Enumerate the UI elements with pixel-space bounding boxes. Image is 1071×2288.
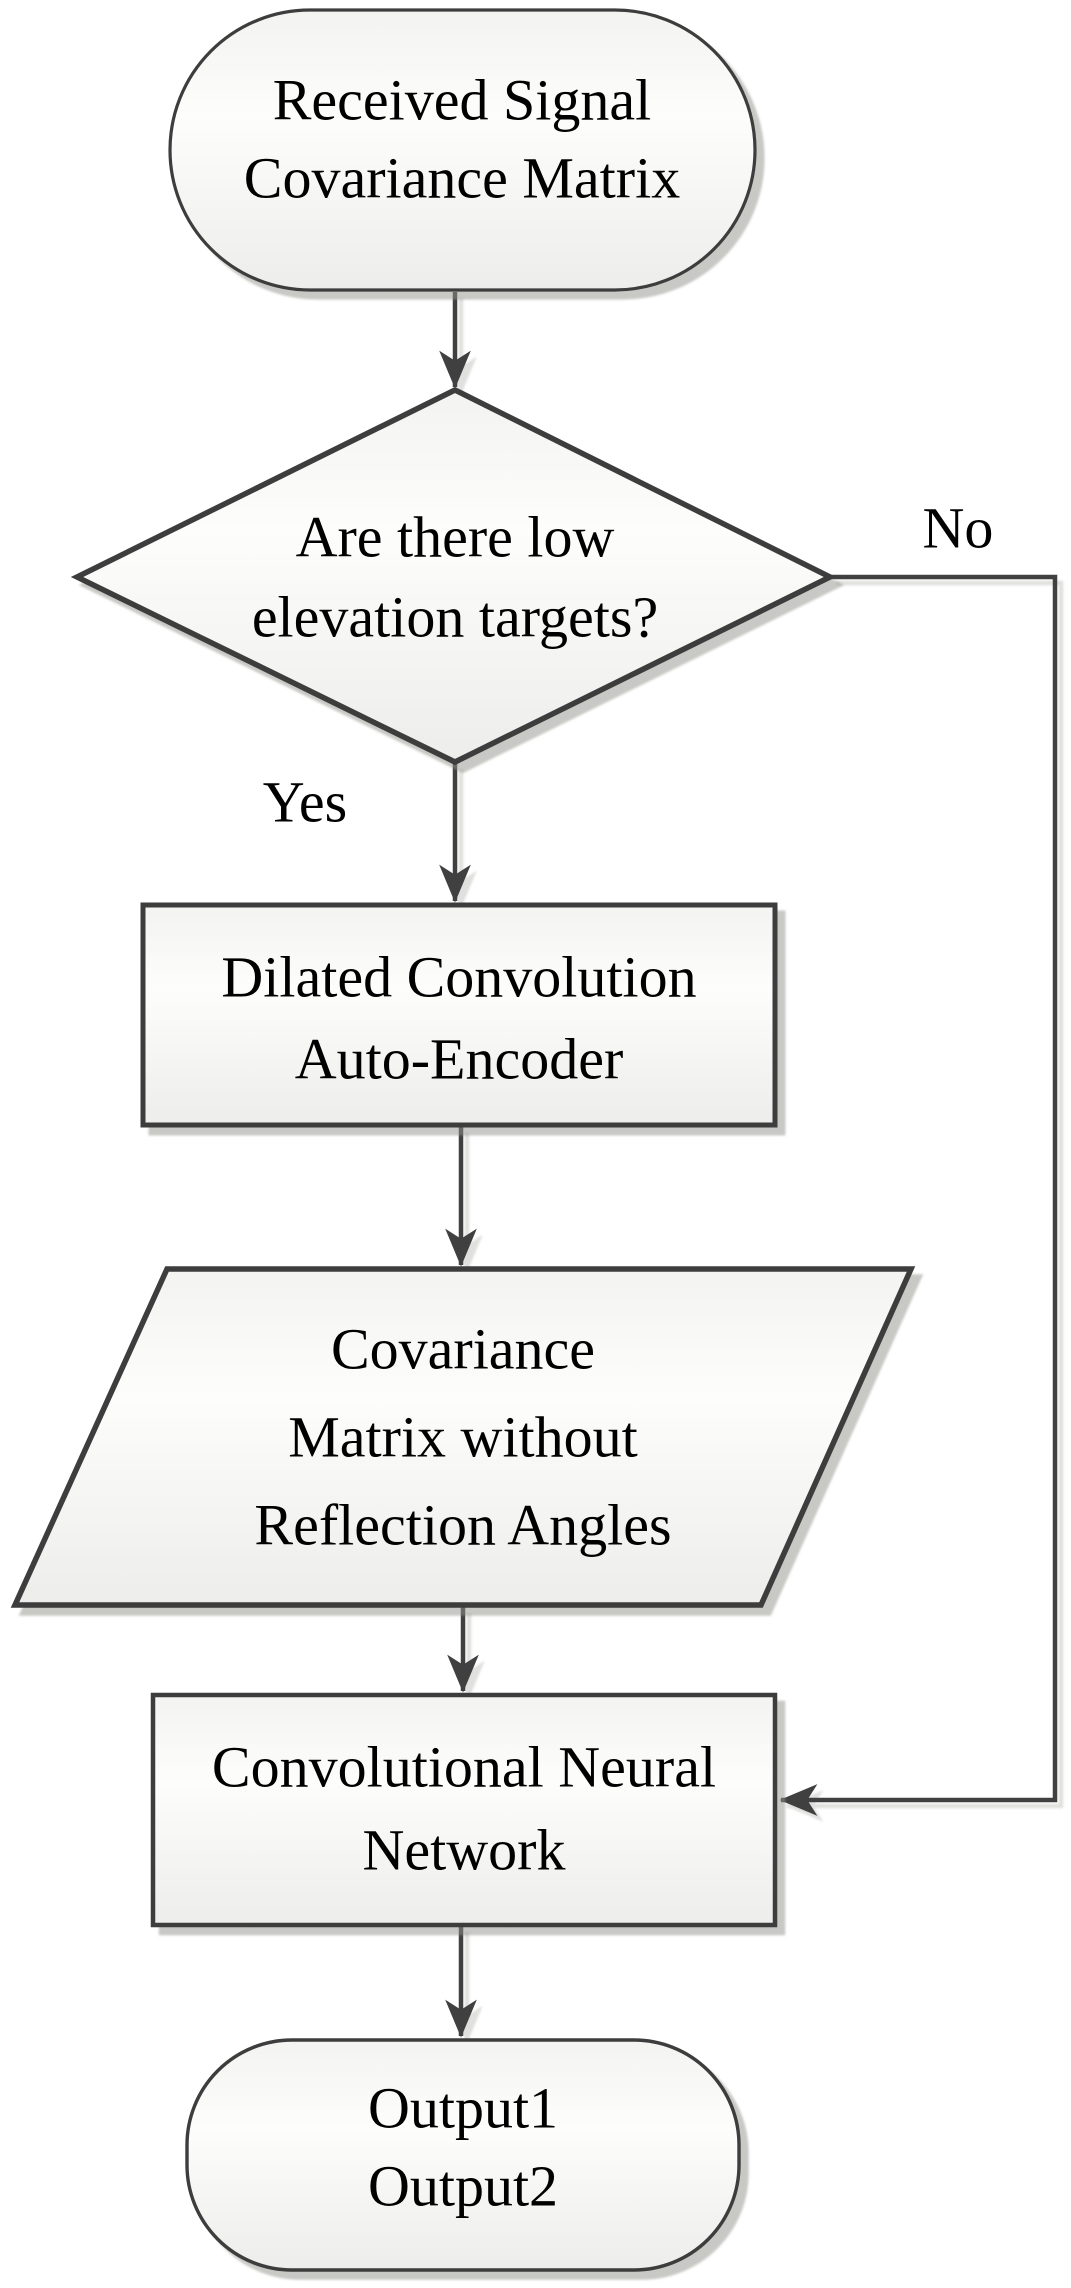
arrow-no-branch-to-cnn	[779, 574, 1058, 1816]
end-text-line2: Output2	[368, 2154, 558, 2219]
end-text-line1: Output1	[368, 2076, 558, 2141]
connectors-group	[439, 292, 1058, 2038]
start-text-line2: Covariance Matrix	[244, 146, 680, 211]
yes-branch-label: Yes	[263, 770, 347, 835]
cnn-text-line2: Network	[363, 1818, 566, 1883]
no-branch-label: No	[923, 496, 994, 561]
process-cnn	[150, 1692, 778, 1928]
data-parallelogram	[10, 1266, 916, 1608]
node-text-group: Received Signal Covariance Matrix Are th…	[212, 68, 716, 2219]
branch-labels-group: Yes No	[263, 496, 994, 835]
end-terminator	[185, 2038, 741, 2272]
covariance-text-line3: Reflection Angles	[254, 1493, 671, 1558]
covariance-text-line1: Covariance	[331, 1317, 595, 1382]
decision-text-line1: Are there low	[296, 505, 615, 570]
autoencoder-text-line2: Auto-Encoder	[295, 1027, 624, 1092]
start-text-line1: Received Signal	[273, 68, 652, 133]
start-terminator	[168, 8, 757, 292]
process-autoencoder	[140, 902, 778, 1128]
autoencoder-text-line1: Dilated Convolution	[221, 945, 696, 1010]
covariance-text-line2: Matrix without	[288, 1405, 638, 1470]
decision-text-line2: elevation targets?	[252, 585, 658, 650]
shapes-group	[10, 8, 916, 2272]
decision-diamond	[70, 386, 837, 766]
cnn-text-line1: Convolutional Neural	[212, 1735, 716, 1800]
